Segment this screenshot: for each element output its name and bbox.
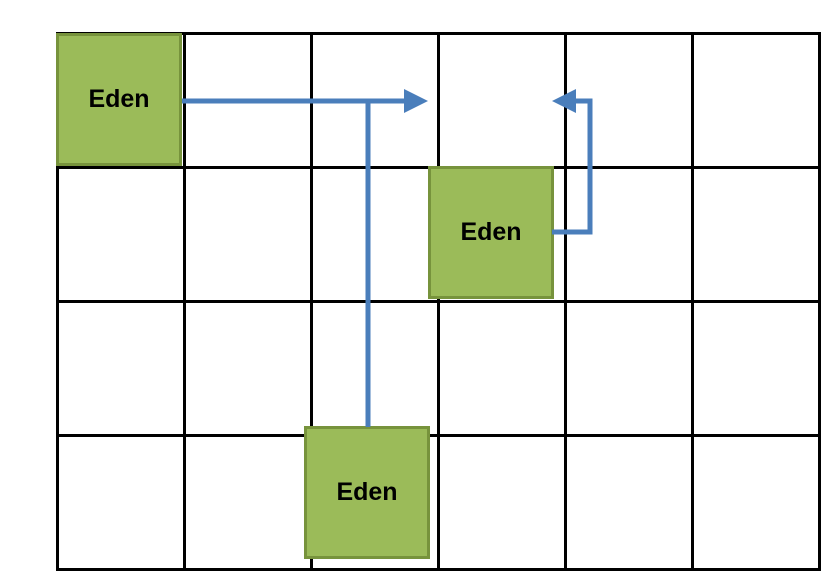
grid-cell-r2c5[interactable]: [564, 166, 694, 303]
grid-cell-r1c3[interactable]: [310, 32, 440, 169]
eden-cell-r1c1[interactable]: Eden: [56, 33, 182, 166]
grid-cell-r4c6[interactable]: [691, 434, 821, 571]
grid-cell-r4c4[interactable]: [437, 434, 567, 571]
grid-cell-r1c6[interactable]: [691, 32, 821, 169]
grid-cell-r4c5[interactable]: [564, 434, 694, 571]
grid-cell-r2c3[interactable]: [310, 166, 440, 303]
eden-cell-label: Eden: [336, 478, 398, 506]
grid-cell-r3c5[interactable]: [564, 300, 694, 437]
eden-cell-r4c3[interactable]: Eden: [304, 426, 430, 559]
grid-row: [56, 434, 821, 571]
grid-cell-r4c1[interactable]: [56, 434, 186, 571]
grid-cell-r2c6[interactable]: [691, 166, 821, 303]
grid-cell-r3c4[interactable]: [437, 300, 567, 437]
grid-row: [56, 300, 821, 437]
eden-cell-r2c4[interactable]: Eden: [428, 166, 554, 299]
grid-cell-r1c5[interactable]: [564, 32, 694, 169]
grid-cell-r1c4[interactable]: [437, 32, 567, 169]
grid-cell-r2c1[interactable]: [56, 166, 186, 303]
grid-cell-r2c2[interactable]: [183, 166, 313, 303]
grid-cell-r3c1[interactable]: [56, 300, 186, 437]
grid-cell-r1c2[interactable]: [183, 32, 313, 169]
eden-cell-label: Eden: [460, 218, 522, 246]
grid-cell-r4c2[interactable]: [183, 434, 313, 571]
grid-cell-r3c6[interactable]: [691, 300, 821, 437]
eden-cell-label: Eden: [88, 85, 150, 113]
grid-cell-r3c3[interactable]: [310, 300, 440, 437]
grid-cell-r3c2[interactable]: [183, 300, 313, 437]
